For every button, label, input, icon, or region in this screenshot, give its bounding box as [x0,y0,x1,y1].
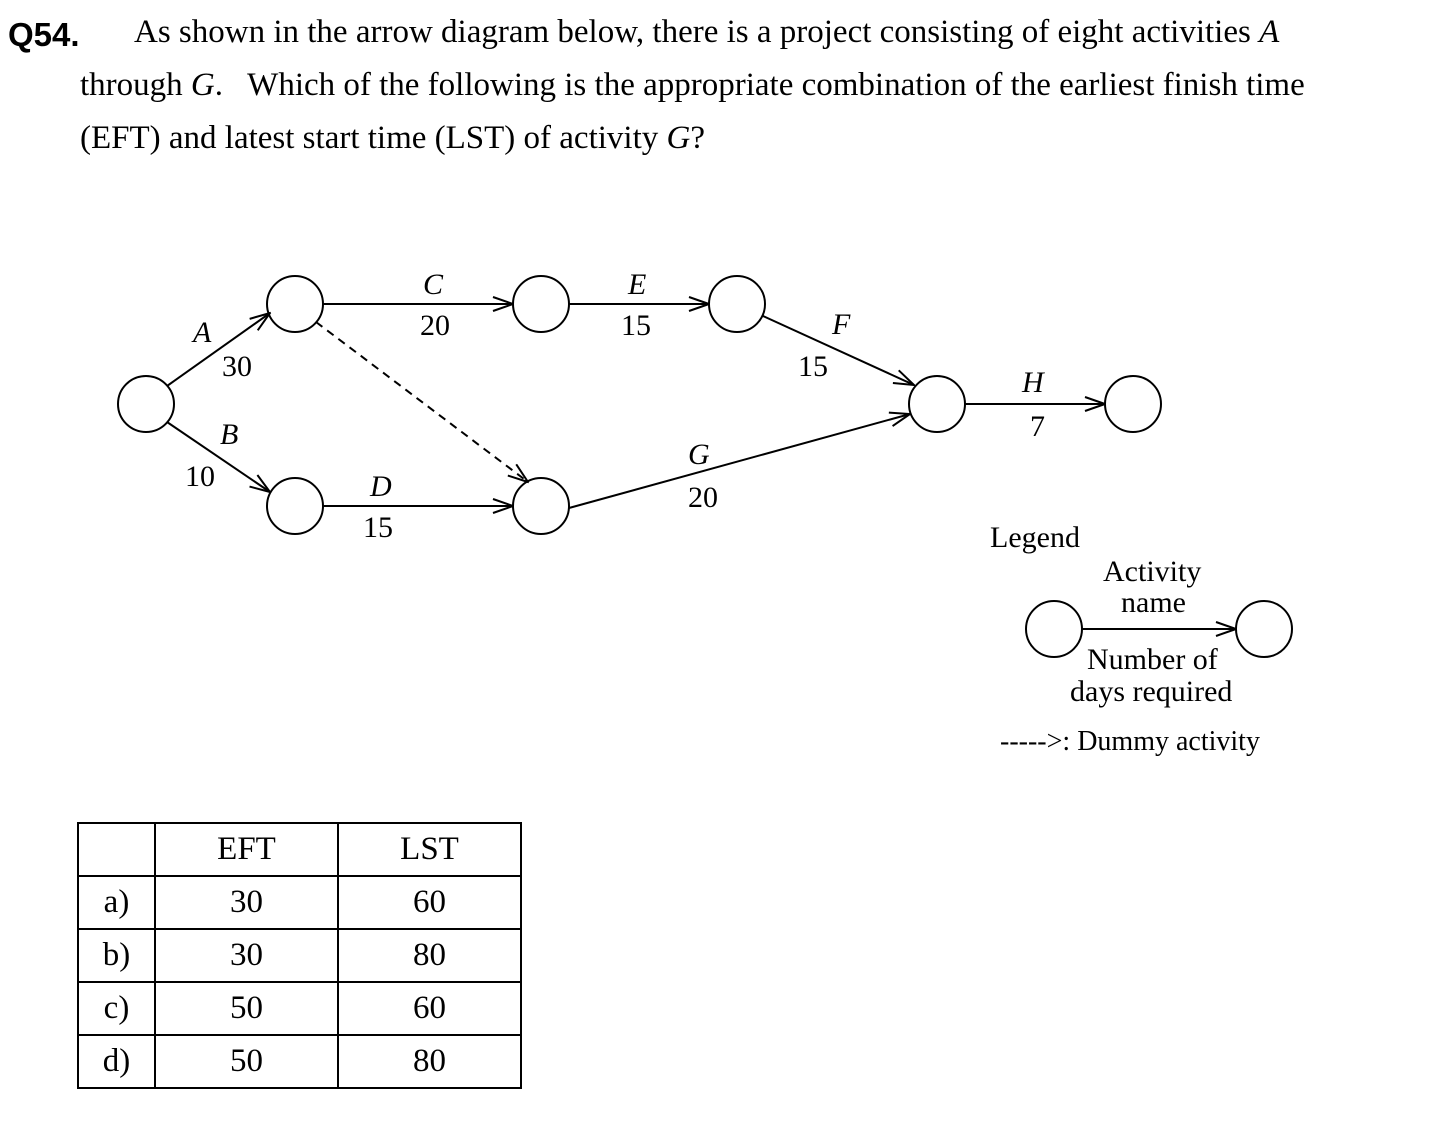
arrow-b [166,421,270,492]
activity-b-days: 10 [185,460,215,493]
table-row: d) 50 80 [77,1034,522,1089]
node-7 [908,375,966,433]
table-row: b) 30 80 [77,928,522,983]
option-label: b) [77,928,156,983]
activity-d-name: D [369,470,392,503]
table-header-cell [77,822,156,877]
activity-g-days: 20 [688,481,718,514]
arrow-f [762,315,914,385]
activity-e-name: E [627,268,646,301]
node-3 [266,477,324,535]
legend-activity-name-line1: Activity [1103,555,1201,588]
activity-b-name: B [220,418,238,451]
answer-table: EFT LST a) 30 60 b) 30 80 c) 50 60 d) 50… [77,822,522,1089]
question-line-3: (EFT) and latest start time (LST) of act… [80,120,706,156]
option-lst: 60 [337,981,522,1036]
question-line-2: through G. Which of the following is the… [80,67,1305,103]
table-header-cell: LST [337,822,522,877]
legend-node-end [1235,600,1293,658]
option-lst: 80 [337,928,522,983]
activity-c-name: C [423,268,444,301]
activity-h-name: H [1021,366,1046,399]
option-eft: 50 [154,1034,339,1089]
node-5 [512,477,570,535]
node-2 [266,275,324,333]
option-label: c) [77,981,156,1036]
table-header-cell: EFT [154,822,339,877]
activity-e-days: 15 [621,309,651,342]
activity-f-name: F [831,308,851,341]
legend-node-start [1025,600,1083,658]
table-row: c) 50 60 [77,981,522,1036]
table-header-row: EFT LST [77,822,522,877]
legend-days-line2: days required [1070,675,1232,708]
question-line-1: As shown in the arrow diagram below, the… [134,14,1280,50]
legend-dummy: ----->: Dummy activity [1000,726,1260,757]
option-label: d) [77,1034,156,1089]
activity-f-days: 15 [798,350,828,383]
node-6 [708,275,766,333]
activity-a-days: 30 [222,350,252,383]
activity-c-days: 20 [420,309,450,342]
node-8 [1104,375,1162,433]
question-number: Q54. [8,16,80,53]
option-lst: 80 [337,1034,522,1089]
arrow-a [166,313,270,387]
legend-activity-name-line2: name [1121,586,1186,619]
option-eft: 30 [154,928,339,983]
activity-g-name: G [688,438,710,471]
option-label: a) [77,875,156,930]
activity-a-name: A [191,316,212,349]
dummy-arrow [315,321,528,482]
table-row: a) 30 60 [77,875,522,930]
activity-d-days: 15 [363,511,393,544]
legend-title: Legend [990,521,1080,554]
node-4 [512,275,570,333]
option-eft: 50 [154,981,339,1036]
activity-h-days: 7 [1030,410,1045,443]
node-1 [117,375,175,433]
option-eft: 30 [154,875,339,930]
option-lst: 60 [337,875,522,930]
arrow-g [568,414,910,509]
legend-days-line1: Number of [1087,643,1218,676]
